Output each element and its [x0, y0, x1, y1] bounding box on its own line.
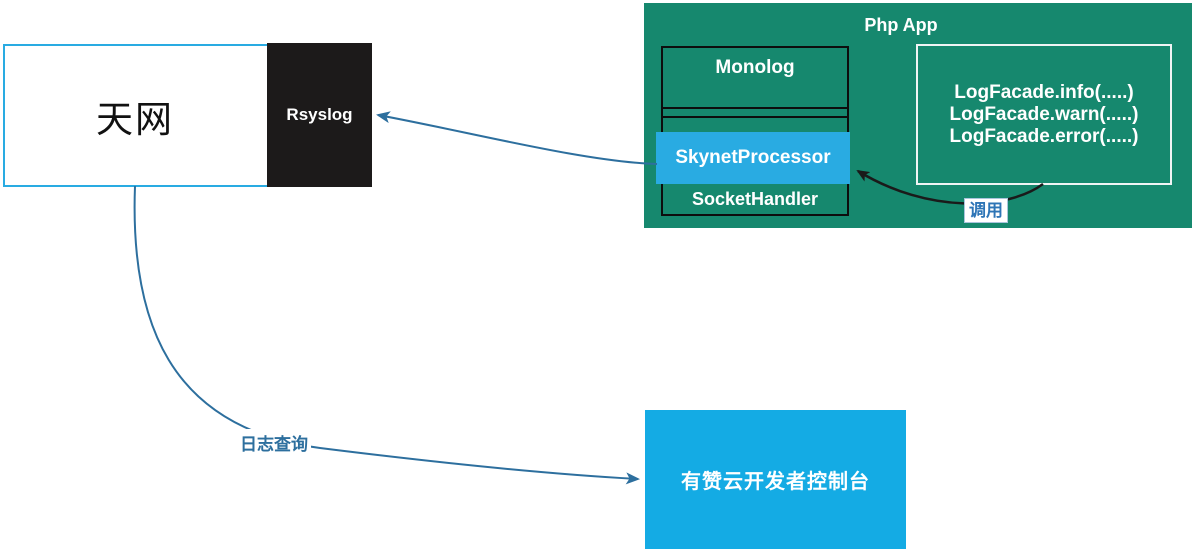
log-facade-line-error: LogFacade.error(.....)	[949, 125, 1139, 147]
log-query-edge-label: 日志查询	[237, 429, 311, 456]
skynet-processor-node: SkynetProcessor	[656, 132, 850, 184]
monolog-divider-inner	[663, 116, 847, 118]
edge-processor-to-rsyslog	[376, 111, 658, 165]
socket-handler-label: SocketHandler	[691, 189, 819, 209]
monolog-box: Monolog SocketHandler	[661, 46, 849, 216]
log-facade-line-warn: LogFacade.warn(.....)	[949, 103, 1139, 125]
developer-console-node: 有赞云开发者控制台	[645, 410, 906, 549]
php-app-title: Php App	[864, 15, 938, 35]
rsyslog-node: Rsyslog	[267, 43, 372, 187]
monolog-title: Monolog	[715, 57, 795, 78]
monolog-divider-top	[663, 107, 847, 109]
edge-skynet-to-console	[133, 185, 640, 485]
skynet-node-label: 天网	[96, 98, 174, 140]
log-facade-box: LogFacade.info(.....) LogFacade.warn(...…	[916, 44, 1172, 185]
log-facade-line-info: LogFacade.info(.....)	[954, 81, 1134, 103]
call-edge-label: 调用	[964, 198, 1008, 223]
